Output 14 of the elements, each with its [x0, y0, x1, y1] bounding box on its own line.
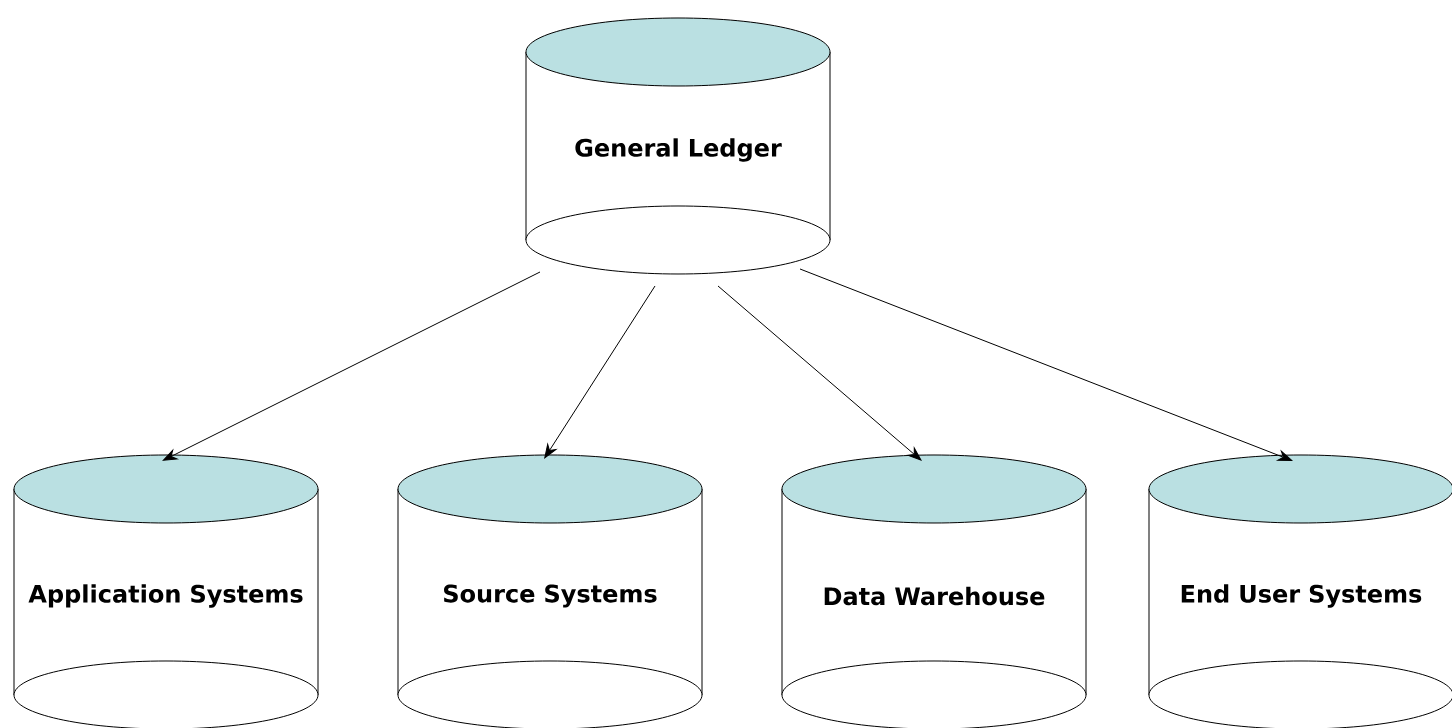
node-label: Data Warehouse — [824, 586, 1045, 606]
database-cylinder: End User Systems — [1148, 454, 1452, 728]
arrow — [162, 271, 541, 461]
database-cylinder: Source Systems — [397, 454, 703, 728]
node-label: Application Systems — [28, 584, 303, 608]
database-cylinder: Data Warehouse — [781, 454, 1087, 728]
database-cylinder: Application Systems — [13, 454, 319, 728]
node-label: General Ledger — [575, 138, 782, 162]
database-cylinder: General Ledger — [525, 17, 831, 275]
node-label: End User Systems — [1181, 584, 1422, 608]
node-label: Source Systems — [444, 584, 657, 608]
arrow — [799, 268, 1293, 461]
arrow — [544, 285, 656, 459]
arrow — [717, 285, 922, 461]
